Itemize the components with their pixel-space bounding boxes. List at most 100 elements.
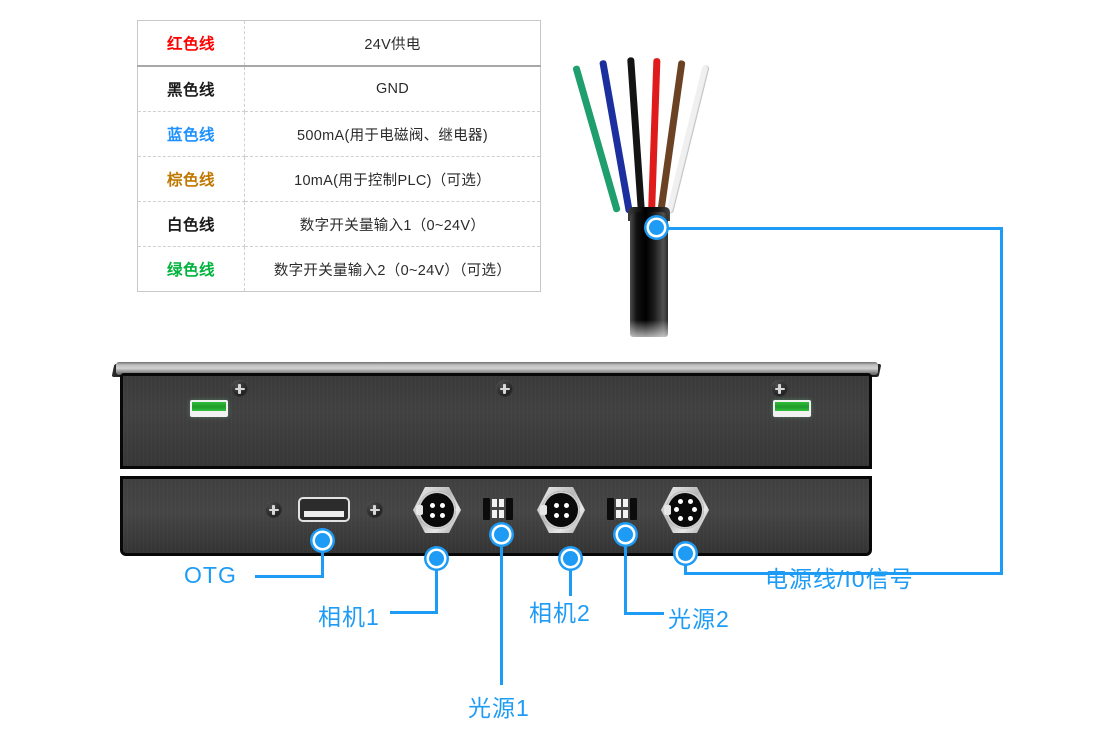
- connector-pin: [678, 499, 683, 504]
- connector-pin: [430, 513, 435, 518]
- panel-screw: [771, 380, 788, 397]
- connector-keyway: [540, 505, 547, 515]
- power-io-connector[interactable]: [661, 486, 709, 534]
- controller-device: [111, 362, 882, 558]
- cable-fade: [630, 320, 668, 350]
- wire-name-cell: 白色线: [137, 201, 245, 247]
- light2-line-h: [624, 612, 664, 615]
- powerio-line-v: [1000, 227, 1003, 575]
- camera1-line-h: [390, 611, 438, 614]
- powerio-stub-v: [684, 551, 687, 573]
- label-light2: 光源2: [668, 606, 730, 632]
- wire-name-cell: 蓝色线: [137, 111, 245, 157]
- light1-callout-dot[interactable]: [494, 527, 509, 542]
- light2-terminal[interactable]: [607, 498, 637, 520]
- wire-definition-table: 红色线 24V供电 黑色线 GND 蓝色线 500mA(用于电磁阀、继电器): [137, 20, 541, 292]
- wire-name-label: 红色线: [166, 36, 215, 53]
- din-rail: [116, 362, 878, 375]
- table-row: 黑色线 GND: [137, 65, 541, 112]
- connector-ring: [666, 491, 704, 529]
- terminal-block-right: [506, 498, 513, 520]
- label-camera1: 相机1: [318, 604, 380, 630]
- wire-name-label: 棕色线: [166, 172, 215, 189]
- table-row: 绿色线 数字开关量输入2（0~24V）（可选）: [137, 246, 541, 292]
- light2-callout-dot[interactable]: [618, 527, 633, 542]
- connector-pin: [430, 503, 435, 508]
- wire-desc-cell: 数字开关量输入2（0~24V）（可选）: [244, 246, 541, 292]
- usb-screw-left: [265, 501, 282, 518]
- connector-pin: [554, 513, 559, 518]
- connector-pin: [440, 503, 445, 508]
- terminal-block-left: [607, 498, 614, 520]
- camera1-connector[interactable]: [413, 486, 461, 534]
- wire-desc-cell: 500mA(用于电磁阀、继电器): [244, 111, 541, 157]
- panel-screw: [231, 380, 248, 397]
- connector-pin: [674, 507, 679, 512]
- cable-bundle-photo: [572, 52, 716, 350]
- wire-desc-label: 10mA(用于控制PLC)（可选）: [294, 172, 491, 189]
- wire-name-cell: 黑色线: [137, 65, 245, 112]
- terminal-block-left: [483, 498, 490, 520]
- label-otg: OTG: [184, 562, 237, 588]
- black-wire: [627, 57, 645, 214]
- terminal-pin-grid: [492, 499, 504, 519]
- wire-desc-label: 24V供电: [364, 36, 421, 53]
- camera1-callout-dot[interactable]: [429, 551, 444, 566]
- connector-pin: [564, 503, 569, 508]
- powerio-stub-h: [684, 572, 758, 575]
- connector-pin: [692, 507, 697, 512]
- label-power-io: 电源线/I0信号: [765, 566, 914, 592]
- camera1-line-v: [435, 558, 438, 614]
- connector-pin: [440, 513, 445, 518]
- wire-name-label: 绿色线: [166, 262, 215, 279]
- wire-name-label: 黑色线: [166, 82, 215, 99]
- connector-keyway: [664, 505, 671, 515]
- red-wire: [648, 57, 661, 215]
- wire-name-label: 蓝色线: [166, 127, 215, 144]
- usb-otg-port[interactable]: [298, 497, 350, 522]
- usb-screw-right: [366, 501, 383, 518]
- wire-desc-cell: GND: [244, 65, 541, 112]
- camera2-line-v: [569, 558, 572, 596]
- camera2-callout-dot[interactable]: [563, 551, 578, 566]
- blue-wire: [599, 59, 633, 214]
- connector-keyway: [416, 505, 423, 515]
- wire-desc-cell: 数字开关量输入1（0~24V）: [244, 201, 541, 247]
- wire-name-cell: 红色线: [137, 20, 245, 67]
- connector-pin: [554, 503, 559, 508]
- otg-line-h: [255, 575, 324, 578]
- wire-name-cell: 棕色线: [137, 156, 245, 202]
- cable-callout-dot[interactable]: [649, 220, 664, 235]
- otg-callout-dot[interactable]: [315, 533, 330, 548]
- connector-pin: [678, 516, 683, 521]
- wire-desc-cell: 10mA(用于控制PLC)（可选）: [244, 156, 541, 202]
- wire-name-cell: 绿色线: [137, 246, 245, 292]
- light2-line-v: [624, 545, 627, 615]
- table-row: 红色线 24V供电: [137, 20, 541, 67]
- light1-terminal[interactable]: [483, 498, 513, 520]
- wire-desc-label: 500mA(用于电磁阀、继电器): [297, 127, 488, 144]
- connector-ring: [542, 491, 580, 529]
- label-camera2: 相机2: [529, 600, 591, 626]
- table-row: 蓝色线 500mA(用于电磁阀、继电器): [137, 111, 541, 157]
- green-terminal-block: [190, 400, 228, 417]
- connector-pin: [564, 513, 569, 518]
- table-row: 棕色线 10mA(用于控制PLC)（可选）: [137, 156, 541, 202]
- wire-desc-label: GND: [375, 81, 410, 97]
- camera2-connector[interactable]: [537, 486, 585, 534]
- terminal-pin-grid: [616, 499, 628, 519]
- table-row: 白色线 数字开关量输入1（0~24V）: [137, 201, 541, 247]
- connector-pin: [688, 499, 693, 504]
- green-terminal-block: [773, 400, 811, 417]
- powerio-callout-dot[interactable]: [678, 546, 693, 561]
- wire-name-label: 白色线: [166, 217, 215, 234]
- light1-line-v: [500, 545, 503, 685]
- label-light1: 光源1: [468, 695, 530, 721]
- powerio-line-h-bot: [755, 572, 1003, 575]
- connector-ring: [418, 491, 456, 529]
- panel-screw: [496, 380, 513, 397]
- wire-desc-label: 数字开关量输入1（0~24V）: [299, 217, 486, 234]
- connector-pin: [688, 516, 693, 521]
- otg-line-v: [321, 545, 324, 578]
- powerio-line-h-top: [660, 227, 1003, 230]
